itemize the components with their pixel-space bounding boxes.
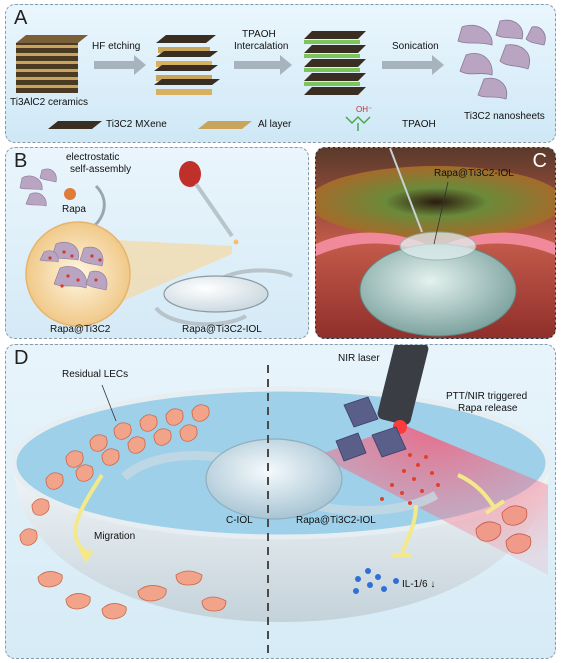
capsule-left <box>316 232 426 256</box>
panel-a-illustration <box>16 19 546 131</box>
il-molecules <box>353 568 399 594</box>
etched-layers-stack <box>154 35 220 95</box>
rapa-dot <box>64 188 76 200</box>
migration-label: Migration <box>94 531 136 542</box>
residual-lecs-label: Residual LECs <box>62 369 129 380</box>
legend-tpaoh-icon <box>345 115 371 131</box>
ti3c2-nanosheets <box>457 19 546 100</box>
rapa-label: Rapa <box>62 204 86 215</box>
migration-arrow-head <box>78 549 94 563</box>
panel-c-illustration <box>316 148 555 338</box>
inhibited-cells <box>475 505 532 554</box>
panel-d-mechanism: D Residual LECs NIR laser PTT/NIR trigge… <box>5 344 556 659</box>
iris <box>316 166 555 238</box>
legend-mxene-icon <box>48 121 102 129</box>
legend-al-layer-label: Al layer <box>258 119 292 130</box>
step-hf-etching: HF etching <box>92 41 141 52</box>
il-label: IL-1/6 ↓ <box>402 579 436 590</box>
migrating-cells <box>37 570 227 620</box>
rapa-ti3c2-iol-implant <box>399 231 477 261</box>
stage-ti3c2-nanosheets: Ti3C2 nanosheets <box>464 111 545 122</box>
assembly-label-line1: electrostatic <box>66 152 120 163</box>
capsule-right <box>446 232 555 256</box>
inhibition-arrow-il <box>400 504 418 554</box>
nir-laser-label: NIR laser <box>338 353 380 364</box>
intercalated-stack <box>304 31 366 95</box>
lecs-pointer-line <box>101 384 117 422</box>
released-rapa-particles <box>380 453 440 505</box>
panel-d-illustration <box>11 345 551 655</box>
panel-a-synthesis: A HF etching TPAOH Intercalation Sonicat… <box>5 4 556 143</box>
iol-pointer-line <box>433 181 449 245</box>
dropper-icon <box>179 161 239 245</box>
iol-in-bag <box>121 438 439 520</box>
panel-b-assembly: B electrostatic self-assembly Rapa Rapa@… <box>5 147 309 339</box>
iol-lens <box>154 268 293 327</box>
panel-d-tag: D <box>14 347 29 369</box>
panel-c-tag: C <box>532 150 547 172</box>
release-label-line2: Rapa release <box>458 403 518 414</box>
inhibition-bar-cells <box>484 499 506 515</box>
nanosheets-small <box>19 168 57 207</box>
panel-b-tag: B <box>14 150 28 172</box>
step-tpaoh: TPAOH <box>242 29 276 40</box>
arrow-hf-etching <box>94 55 146 75</box>
step-intercalation: Intercalation <box>234 41 289 52</box>
legend-tpaoh-label: TPAOH <box>402 119 436 130</box>
stage-ti3alc2-ceramics: Ti3AlC2 ceramics <box>10 97 88 108</box>
arrow-sonication <box>382 55 444 75</box>
legend-al-layer-icon <box>198 121 252 129</box>
assembly-label-line2: self-assembly <box>70 164 132 175</box>
panel-a-tag: A <box>14 7 28 29</box>
surgical-needle <box>389 148 423 233</box>
panel-c-iol-label: Rapa@Ti3C2-IOL <box>434 168 514 179</box>
inhibition-arrow-cells <box>457 473 496 509</box>
rapa-particles <box>48 250 102 288</box>
arrow-tpaoh-intercalation <box>234 55 292 75</box>
residual-lecs <box>19 404 210 546</box>
rapa-ti3c2-label: Rapa@Ti3C2 <box>50 324 111 335</box>
rapa-ti3c2-iol-label: Rapa@Ti3C2-IOL <box>182 324 262 335</box>
release-label-line1: PTT/NIR triggered <box>446 391 528 402</box>
legend-mxene-label: Ti3C2 MXene <box>106 119 167 130</box>
c-iol-label: C-IOL <box>226 515 253 526</box>
step-sonication: Sonication <box>392 41 439 52</box>
legend-oh-label: OH⁻ <box>356 105 373 114</box>
rapa-ti3c2-iol-d-label: Rapa@Ti3C2-IOL <box>296 515 376 526</box>
panel-b-illustration <box>19 161 293 327</box>
rapa-ti3c2-nanosheets-d <box>335 396 407 462</box>
ti3alc2-ceramics-stack <box>16 35 88 93</box>
panel-c-eye: C Rapa@Ti3C2-IOL <box>315 147 556 339</box>
migration-arrow <box>73 473 104 555</box>
zoom-cone <box>116 240 232 304</box>
